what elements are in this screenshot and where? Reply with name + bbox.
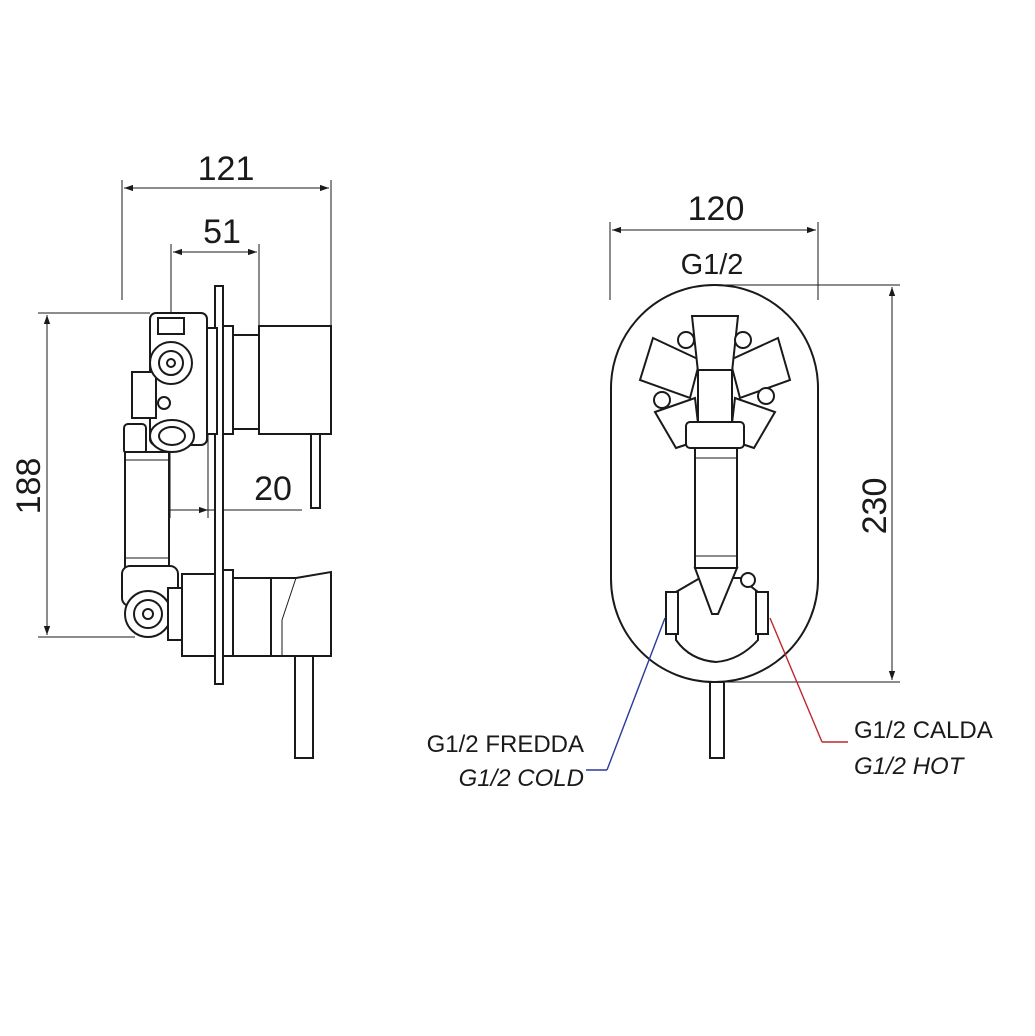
side-port-bracket xyxy=(131,371,157,419)
side-pipe-coupling xyxy=(123,423,147,455)
cartridge-arm-right xyxy=(728,336,792,400)
hot-label-en: G1/2 HOT xyxy=(854,753,966,780)
side-port-cap xyxy=(157,317,185,335)
side-diverter-ring xyxy=(232,334,260,430)
side-lower-collar xyxy=(222,569,234,657)
side-mixer-body xyxy=(181,573,216,657)
side-lower-flange xyxy=(167,587,183,641)
dimension-51-label: 51 xyxy=(203,213,241,251)
side-mixer-lever xyxy=(294,655,314,759)
hot-inlet-port xyxy=(755,591,769,635)
side-inlet-port-core xyxy=(142,608,154,620)
side-body-collar xyxy=(206,327,218,435)
cartridge-nut xyxy=(685,421,745,449)
side-diverter-lever xyxy=(310,433,321,509)
cold-leader-line xyxy=(606,617,666,771)
dimension-188-label: 188 xyxy=(10,458,48,515)
cartridge-screw-4 xyxy=(757,387,775,405)
side-outlet-port-lower-inner xyxy=(158,426,186,446)
cartridge-center-body xyxy=(697,369,733,423)
dimension-120: 120 xyxy=(609,190,819,300)
front-connecting-pipe xyxy=(694,447,738,569)
side-diverter-knob xyxy=(258,325,332,435)
front-mixer-lever xyxy=(709,681,725,759)
cartridge-screw-3 xyxy=(653,391,671,409)
thread-label: G1/2 xyxy=(681,249,744,281)
side-screw xyxy=(157,396,171,410)
side-outlet-port-upper-core xyxy=(166,358,176,368)
cartridge-screw-2 xyxy=(734,331,752,349)
side-connecting-pipe xyxy=(124,451,170,569)
cartridge-arm-left xyxy=(638,336,702,400)
mixer-junction xyxy=(693,567,739,615)
hot-label-it: G1/2 CALDA xyxy=(854,717,993,744)
cartridge-top-neck xyxy=(690,315,740,373)
dimension-188: 188 xyxy=(10,312,150,638)
dimension-120-label: 120 xyxy=(688,190,745,228)
mixer-body xyxy=(665,567,769,759)
cold-label-en: G1/2 COLD xyxy=(459,765,584,792)
side-mixer-ring xyxy=(232,577,272,657)
side-plate-collar xyxy=(222,325,234,435)
dimension-230: 230 xyxy=(714,284,900,683)
hot-leader-line xyxy=(769,617,823,743)
cold-inlet-port xyxy=(665,591,679,635)
cold-label-it: G1/2 FREDDA xyxy=(427,731,584,758)
dimension-20-label: 20 xyxy=(254,470,292,508)
dimension-230-label: 230 xyxy=(856,478,894,535)
dimension-51: 51 xyxy=(170,213,260,330)
diverter-cartridge xyxy=(638,315,792,450)
side-wall-plate xyxy=(214,285,224,685)
dimension-121: 121 xyxy=(121,150,332,325)
front-view: 120 G1/2 230 xyxy=(427,190,993,792)
side-view: 121 51 188 20 xyxy=(10,150,332,759)
cartridge-screw-1 xyxy=(677,331,695,349)
side-mixer-handle xyxy=(270,570,332,657)
mixer-screw xyxy=(740,572,756,588)
dimension-121-label: 121 xyxy=(198,150,255,188)
